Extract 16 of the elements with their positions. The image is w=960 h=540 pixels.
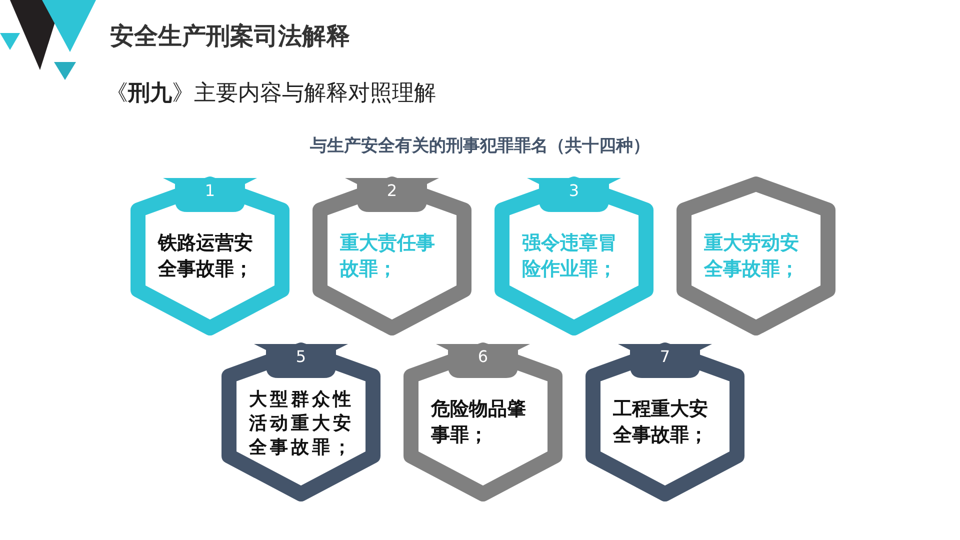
card-text: 重大责任事故罪； xyxy=(340,231,436,282)
subtitle: 《刑九》主要内容与解释对照理解 xyxy=(106,80,436,108)
card-text: 铁路运营安全事故罪； xyxy=(158,231,254,282)
card-text: 危险物品肇事罪； xyxy=(431,397,527,448)
number-tab: 7 xyxy=(618,344,712,378)
card-text: 工程重大安全事故罪； xyxy=(613,397,709,448)
card-text: 强令违章冒险作业罪； xyxy=(522,231,618,282)
number-tab: 5 xyxy=(254,344,348,378)
card-text: 大型群众性活动重大安全事故罪； xyxy=(249,388,355,460)
slide-title: 安全生产刑案司法解释 xyxy=(110,21,350,52)
card-text: 重大劳动安全事故罪； xyxy=(704,231,800,282)
number-tab: 2 xyxy=(345,178,439,212)
number-tab: 6 xyxy=(436,344,530,378)
section-heading: 与生产安全有关的刑事犯罪罪名（共十四种） xyxy=(309,135,651,157)
number-tab: 3 xyxy=(527,178,621,212)
number-tab: 1 xyxy=(163,178,257,212)
